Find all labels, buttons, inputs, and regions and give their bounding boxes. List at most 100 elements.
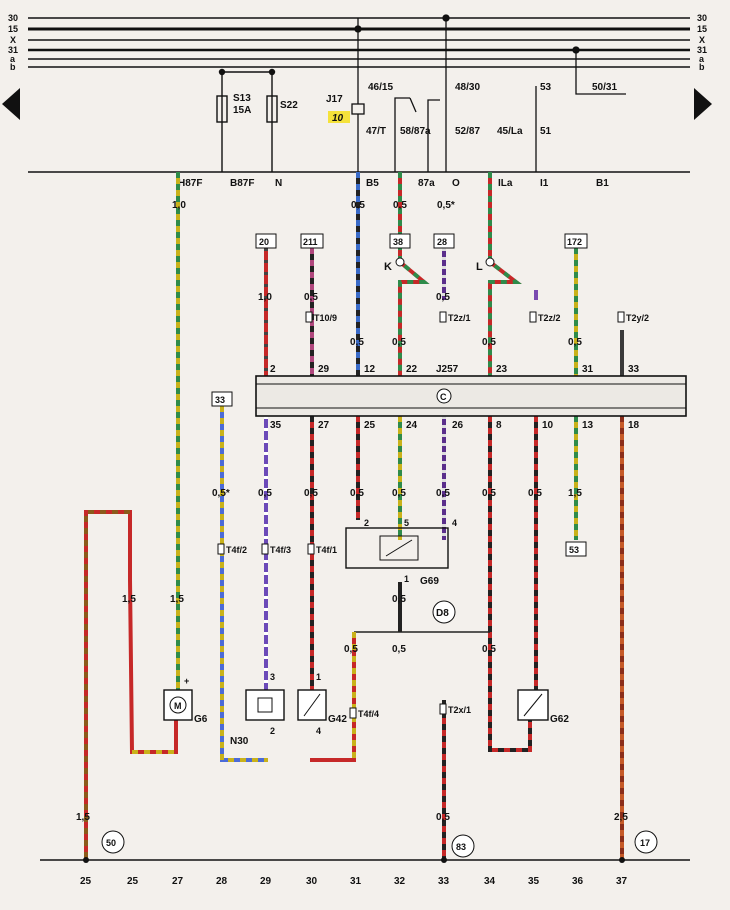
lower-connectors: T4f/2 T4f/3 T4f/1 T4f/4 T2x/1: [217, 543, 471, 719]
wire-sizes-top: 1,0 0,5 0,5 0,5*: [172, 200, 455, 211]
column-25a: 25: [80, 876, 92, 887]
connector-pins: T10/9 T2z/1 T2z/2 T2y/2: [305, 311, 649, 323]
j257-bottom-pin-8: 8: [496, 420, 502, 431]
g69-pin-2: 2: [364, 518, 369, 528]
n30-pin-3: 3: [270, 672, 275, 682]
ground-ref-17: 17: [640, 838, 650, 848]
fuse-s22-label: S22: [280, 100, 298, 111]
relay-number-highlight: [328, 111, 350, 123]
plug-20: 20: [259, 237, 269, 247]
wire-size-lower-31: 0,5: [350, 488, 364, 499]
bus-label-30-left: 30: [8, 13, 18, 23]
next-page-arrow-icon[interactable]: [694, 88, 712, 120]
wire-size-bottom-25b: 1,5: [76, 812, 90, 823]
column-31: 31: [350, 876, 362, 887]
n30-label: N30: [230, 736, 249, 747]
ground-ref-50: 50: [106, 838, 116, 848]
marker-k: K: [384, 261, 392, 273]
relay-j17-number: 10: [332, 113, 344, 124]
bus-label-b-right: b: [699, 62, 705, 72]
pin-t2z-2: T2z/2: [538, 313, 561, 323]
j257-bottom-pin-26: 26: [452, 420, 464, 431]
j257-top-pin-12: 12: [364, 364, 376, 375]
wire-size-lower-34: 0,5: [482, 488, 496, 499]
fuse-s13-label: S13: [233, 93, 251, 104]
plug-172: 172: [567, 237, 582, 247]
bus-label-15-right: 15: [697, 24, 707, 34]
bottom-rail-dots: [83, 857, 625, 863]
g69-label: G69: [420, 576, 439, 587]
plug-33: 33: [215, 395, 225, 405]
connector-ila: ILa: [498, 178, 513, 189]
connector-o: O: [452, 178, 460, 189]
column-numbers: 25 25 27 28 29 30 31 32 33 34 35 36 37: [80, 876, 628, 887]
bus-label-31-right: 31: [697, 45, 707, 55]
marker-l-dot: [485, 257, 495, 267]
plug-211: 211: [303, 237, 318, 247]
column-28: 28: [216, 876, 228, 887]
plug-38: 38: [393, 237, 403, 247]
connector-b87f: B87F: [230, 178, 254, 189]
relay-terminal-46-15: 46/15: [368, 82, 393, 93]
lower-connector-t2x-1: T2x/1: [448, 705, 471, 715]
wire-size-bottom-32: 0,5: [392, 644, 406, 655]
bus-label-x-right: X: [699, 35, 705, 45]
j257-top-pin-2: 2: [270, 364, 276, 375]
g69-pin-1: 1: [404, 574, 409, 584]
relay-terminal-50-31: 50/31: [592, 82, 617, 93]
marker-k-dot: [395, 257, 405, 267]
column-27: 27: [172, 876, 184, 887]
pin-t2y-2: T2y/2: [626, 313, 649, 323]
sensor-g69: G69: [345, 527, 449, 587]
column-32: 32: [394, 876, 406, 887]
fuse-panel: [216, 68, 278, 172]
j257-bottom-pin-27: 27: [318, 420, 330, 431]
column-35: 35: [528, 876, 540, 887]
lower-connector-t4f-2: T4f/2: [226, 545, 247, 555]
g6-label: G6: [194, 714, 208, 725]
j257-top-pin-33: 33: [628, 364, 640, 375]
wire-size-top-87a: 0,5: [393, 200, 407, 211]
g62-label: G62: [550, 714, 569, 725]
bus-label-30-right: 30: [697, 13, 707, 23]
relay-terminal-47-t: 47/T: [366, 126, 386, 137]
sensor-g42: G42: [297, 689, 347, 725]
connector-i1: I1: [540, 178, 549, 189]
g42-label: G42: [328, 714, 347, 725]
wire-size-mid-l: 0,5: [482, 337, 496, 348]
valve-n30: N30: [230, 689, 285, 747]
j257-bottom-pin-10: 10: [542, 420, 554, 431]
j257-top-pin-31: 31: [582, 364, 594, 375]
g42-pin-4: 4: [316, 726, 321, 736]
wire-sizes-mid: 1,0 0,5 0,5 0,5 0,5 0,5 0,5: [258, 292, 582, 348]
connector-b1: B1: [596, 178, 609, 189]
j257-top-pin-22: 22: [406, 364, 418, 375]
column-37: 37: [616, 876, 628, 887]
previous-page-arrow-icon[interactable]: [2, 88, 20, 120]
wire-size-mid-b5: 0,5: [350, 337, 364, 348]
g6-pin-plus: +: [184, 676, 189, 686]
wire-size-lower-33: 0,5: [436, 488, 450, 499]
wire-size-bottom-27: 1,5: [170, 594, 184, 605]
wire-size-lower-36: 1,5: [568, 488, 582, 499]
column-33: 33: [438, 876, 450, 887]
j257-bottom-pin-24: 24: [406, 420, 418, 431]
j257-bottom-pin-35: 35: [270, 420, 282, 431]
connector-h87f: H87F: [178, 178, 202, 189]
lower-connector-t4f-4: T4f/4: [358, 709, 379, 719]
wire-size-top-h87f: 1,0: [172, 200, 186, 211]
bus-bars: [28, 17, 690, 173]
top-connector-labels: H87F B87F N B5 87a O ILa I1 B1: [178, 178, 609, 189]
pin-t2z-1: T2z/1: [448, 313, 471, 323]
j257-symbol: C: [440, 392, 447, 402]
lower-connector-t4f-1: T4f/1: [316, 545, 337, 555]
relay-terminal-51: 51: [540, 126, 552, 137]
wire-size-lower-35: 0,5: [528, 488, 542, 499]
wire-size-bottom-31: 0,5: [344, 644, 358, 655]
g42-pin-1: 1: [316, 672, 321, 682]
relay-terminal-58-87a: 58/87a: [400, 126, 431, 137]
component-pin-labels: 2 5 4 1 + 3 2 1 4: [184, 518, 457, 736]
wire-size-lower-32: 0,5: [392, 488, 406, 499]
bus-label-15-left: 15: [8, 24, 18, 34]
